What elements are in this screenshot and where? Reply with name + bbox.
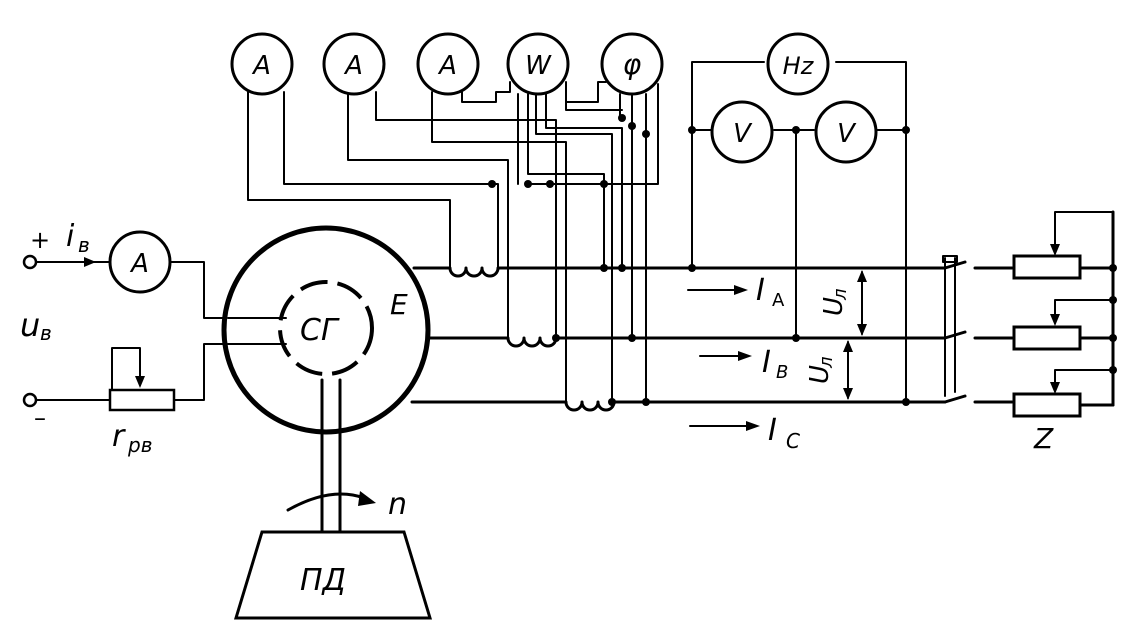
line-labels: I A I B I C U л U л [687,270,867,453]
phase-meter-label: φ [623,48,642,81]
svg-text:C: C [786,429,800,453]
line-voltage-2-label: U л [805,356,837,384]
ammeter-1: A [230,32,294,96]
svg-text:рв: рв [127,433,152,457]
synchronous-generator: СГ E n [221,225,431,534]
field-ammeter-label: A [129,249,149,279]
svg-text:U: U [819,297,849,316]
current-b-label: I B [762,345,788,383]
svg-text:i: i [66,219,75,254]
voltmeter-2-label: V [837,119,857,149]
wattmeter: W [506,32,570,96]
bus-lines [410,266,947,412]
svg-text:B: B [776,362,788,383]
svg-text:A: A [772,290,785,311]
current-c-label: I C [768,413,800,453]
generator-label: СГ [300,313,340,348]
ammeter-2-label: A [343,51,363,81]
emf-label: E [390,288,408,321]
svg-text:I: I [768,413,777,448]
phase-c-line [410,400,947,412]
phase-meter: φ [600,32,664,96]
meter-wiring [247,61,910,406]
field-voltage-label: u в [20,306,52,345]
svg-text:u: u [20,306,40,344]
rheostat-label: r рв [112,419,152,457]
frequency-meter: Hz [766,32,830,96]
ammeter-1-label: A [251,51,271,81]
svg-text:л: л [830,288,851,301]
load-rheostats: Z [1012,210,1117,455]
svg-text:I: I [762,345,771,380]
three-pole-switch [942,255,1014,404]
generator-stator [221,225,431,435]
line-voltage-1-label: U л [819,288,851,316]
svg-text:U: U [805,365,835,384]
voltmeter-2: V [814,100,878,164]
phase-b-line [426,336,947,348]
load-label: Z [1033,422,1054,455]
field-current-label: i в [66,219,90,257]
voltmeter-1-label: V [733,119,753,149]
minus-sign: – [34,404,46,432]
prime-mover-label: ПД [300,563,346,598]
speed-label: n [388,487,407,522]
svg-text:I: I [756,273,765,308]
plus-sign: + [30,226,50,254]
current-a-label: I A [756,273,785,311]
generator-rotor [278,280,374,376]
meters: A A A W φ Hz V V [230,32,878,164]
ammeter-3: A [416,32,480,96]
svg-text:в: в [40,321,52,345]
phase-a-line [412,266,947,278]
frequency-meter-label: Hz [783,52,815,80]
terminal-plus [22,254,38,270]
svg-text:в: в [78,233,90,257]
wattmeter-label: W [525,51,552,81]
prime-mover: ПД [233,530,433,620]
ammeter-2: A [322,32,386,96]
ammeter-3-label: A [437,51,457,81]
svg-text:л: л [816,356,837,369]
svg-text:r: r [112,419,126,454]
voltmeter-1: V [710,100,774,164]
